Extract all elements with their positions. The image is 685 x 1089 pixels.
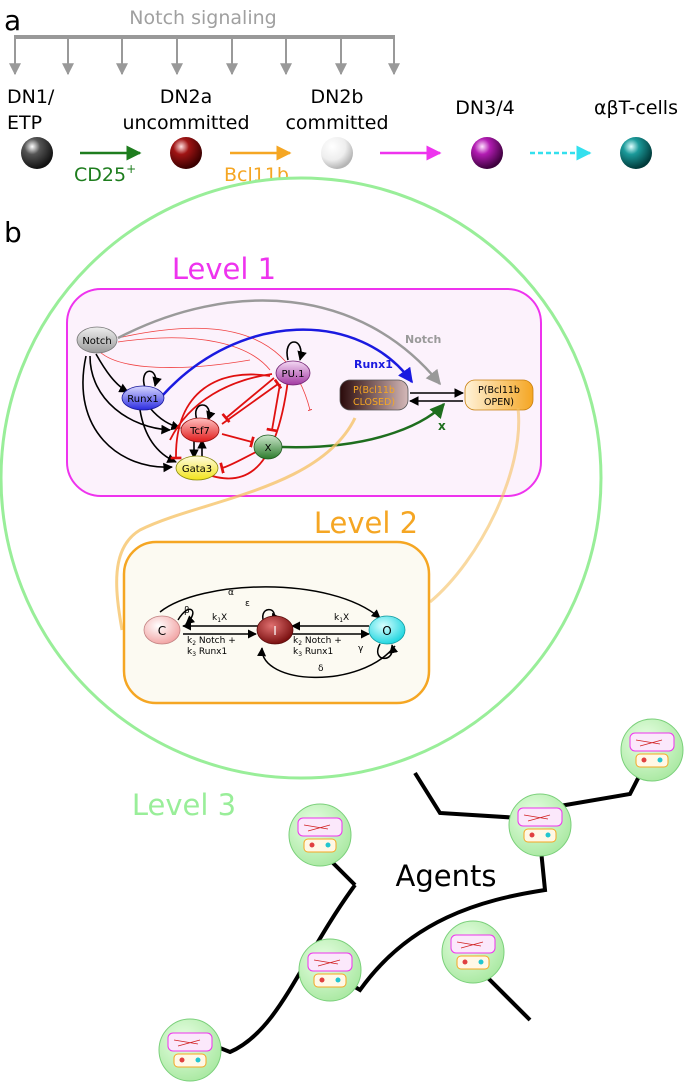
level2-edges	[159, 586, 399, 679]
panel-b-letter: b	[4, 216, 22, 249]
node-tcf7-label: Tcf7	[189, 426, 210, 437]
agent-cell	[508, 793, 572, 857]
rate-k1x-right: k1X	[334, 613, 349, 624]
state-o-label: O	[382, 624, 391, 638]
bcl11b-closed-line1: P(Bcl11b	[353, 385, 395, 396]
edge-label-notch: Notch	[405, 333, 441, 346]
rate-epsilon: ε	[245, 599, 250, 609]
node-bcl11b-open	[464, 379, 534, 411]
node-gata3-label: Gata3	[182, 464, 212, 475]
edge-label-x: x	[438, 419, 446, 433]
level2-title: Level 2	[314, 506, 418, 540]
panel-a: a Notch signaling DN1/ ETP DN2a uncommit…	[4, 4, 678, 186]
node-notch	[76, 326, 118, 354]
rate-gamma: γ	[358, 644, 364, 654]
rate-k2-right: k2 Notch +	[293, 636, 342, 647]
rate-beta: β	[184, 606, 190, 616]
level-connector-left	[115, 417, 357, 631]
agent-cell	[288, 803, 352, 867]
level-connector-right	[429, 407, 521, 604]
node-tcf7	[180, 417, 220, 443]
rate-k2-left: k2 Notch +	[187, 636, 236, 647]
rate-delta: δ	[318, 664, 324, 674]
rate-k1x-left: k1X	[212, 613, 227, 624]
rate-alpha: α	[228, 588, 234, 598]
sphere-dn2a	[170, 137, 202, 169]
state-o	[368, 615, 406, 645]
panel-b: b Level 1	[0, 176, 684, 1082]
rate-k3-left: k3 Runx1	[187, 647, 227, 658]
node-pu1	[275, 360, 311, 386]
stage-dn34-line1: DN3/4	[455, 97, 514, 119]
stage-dn2b-line2: committed	[285, 112, 388, 134]
node-x-label: X	[265, 443, 272, 454]
node-bcl11b-closed	[339, 379, 409, 411]
label-cd25: CD25+	[74, 162, 136, 186]
sphere-dn34	[471, 137, 503, 169]
level1-title: Level 1	[172, 252, 276, 286]
bcl11b-open-line1: P(Bcl11b	[478, 385, 520, 396]
node-notch-label: Notch	[82, 336, 111, 347]
agent-cell	[298, 938, 362, 1002]
agent-cell	[158, 1018, 222, 1082]
stage-dn1-line2: ETP	[7, 112, 42, 134]
sphere-dn2b	[321, 137, 353, 169]
node-runx1-label: Runx1	[127, 394, 158, 405]
sphere-dn1	[21, 137, 53, 169]
bcl11b-closed-line2: CLOSED)	[353, 397, 395, 408]
rate-k3-right: k3 Runx1	[293, 647, 333, 658]
notch-signaling-label: Notch signaling	[129, 7, 276, 29]
node-x	[253, 434, 283, 460]
state-i-label: I	[273, 624, 277, 638]
panel-a-letter: a	[4, 4, 21, 37]
node-runx1	[121, 385, 165, 411]
edge-label-runx1: Runx1	[354, 358, 393, 371]
stage-abt-line1: αβT-cells	[594, 97, 678, 119]
agent-cell	[620, 718, 684, 782]
lineage-tree	[199, 744, 657, 1055]
bcl11b-open-line2: OPEN)	[484, 397, 514, 408]
node-pu1-label: PU.1	[282, 369, 305, 380]
level3-title: Level 3	[132, 788, 236, 822]
state-c-label: C	[158, 624, 166, 638]
stage-dn1-line1: DN1/	[7, 86, 55, 108]
stage-dn2a-line1: DN2a	[160, 86, 213, 108]
sphere-abt	[620, 137, 652, 169]
stage-dn2b-line1: DN2b	[311, 86, 364, 108]
node-gata3	[175, 455, 219, 481]
notch-ticks	[9, 37, 400, 76]
level1-edges	[82, 299, 464, 480]
agents-label: Agents	[396, 859, 497, 893]
stage-dn2a-line2: uncommitted	[122, 112, 249, 134]
state-c	[143, 615, 181, 645]
agent-cell	[441, 920, 505, 984]
state-i	[256, 615, 294, 645]
